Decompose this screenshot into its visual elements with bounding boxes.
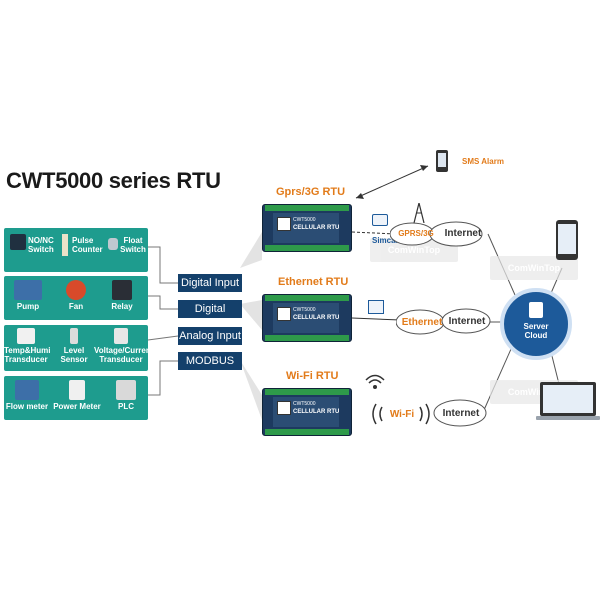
internet-label-2: Internet <box>448 316 486 327</box>
server-label: Server <box>523 322 549 331</box>
analog-input-label: Analog Input <box>178 327 242 345</box>
transducer-icon <box>17 328 35 344</box>
modbus-panel: Flow meter Power Meter PLC <box>4 376 148 420</box>
switch-icon <box>10 234 26 250</box>
ethernet-label: Ethernet <box>401 317 443 328</box>
level-sensor: Level Sensor <box>54 328 94 364</box>
plc-icon <box>116 380 136 400</box>
smartphone-icon <box>556 220 578 260</box>
watermark: ComWinTop <box>490 256 578 280</box>
flow-meter-icon <box>15 380 39 400</box>
fan: Fan <box>54 280 98 311</box>
ethernet-port-icon <box>368 300 384 314</box>
wifi-rtu-device: CWT5000 CELLULAR RTU <box>262 388 352 436</box>
ethernet-rtu-device: CWT5000 CELLULAR RTU <box>262 294 352 342</box>
digital-input-label: Digital Input <box>178 274 242 292</box>
internet-label-1: Internet <box>444 228 482 239</box>
simcard-icon <box>372 214 388 226</box>
relay-icon <box>112 280 132 300</box>
digital-output-panel: Pump Fan Relay <box>4 276 148 320</box>
voltage-current-transducer: Voltage/Current Transducer <box>94 328 153 364</box>
internet-label-3: Internet <box>442 408 480 419</box>
server-cloud-icon: Server Cloud <box>500 288 572 360</box>
gprs-rtu-title: Gprs/3G RTU <box>276 186 346 198</box>
gprs-cloud-icon <box>390 221 483 247</box>
qr-code-icon <box>277 401 291 415</box>
voltage-transducer-icon <box>114 328 128 344</box>
power-meter-icon <box>69 380 85 400</box>
wifi-cloud-icon <box>372 399 487 427</box>
ethernet-rtu-title: Ethernet RTU <box>278 276 349 288</box>
pump-icon <box>14 280 42 300</box>
qr-code-icon <box>277 307 291 321</box>
gprs-rtu-device: CWT5000 CELLULAR RTU <box>262 204 352 252</box>
laptop-base <box>536 416 600 420</box>
modbus-label: MODBUS <box>178 352 242 370</box>
laptop-icon <box>540 382 596 416</box>
plc: PLC <box>104 380 148 411</box>
mobile-phone-icon <box>436 150 448 172</box>
wifi-icon <box>365 374 385 389</box>
pump: Pump <box>6 280 50 311</box>
simcard-label: Simcard <box>372 236 404 245</box>
wifi-label: Wi-Fi <box>389 409 415 420</box>
cloud-label: Cloud <box>524 331 548 340</box>
ethernet-cloud-icon <box>396 308 491 335</box>
pulse-counter-icon <box>62 234 68 256</box>
flow-meter: Flow meter <box>4 380 50 411</box>
relay: Relay <box>100 280 144 311</box>
level-sensor-icon <box>70 328 78 344</box>
server-icon <box>529 302 543 318</box>
page-title: CWT5000 series RTU <box>6 168 221 193</box>
gprs-label: GPRS/3G <box>398 229 434 238</box>
wifi-rtu-title: Wi-Fi RTU <box>286 370 339 382</box>
fan-icon <box>66 280 86 300</box>
float-switch-icon <box>108 238 118 250</box>
qr-code-icon <box>277 217 291 231</box>
digital-output-label: Digital Output <box>178 300 242 333</box>
analog-input-panel: Temp&Humi Transducer Level Sensor Voltag… <box>4 325 153 371</box>
sms-alarm-label: SMS Alarm <box>462 157 504 166</box>
antenna-icon <box>413 203 425 223</box>
temp-humi-transducer: Temp&Humi Transducer <box>4 328 51 364</box>
digital-input-panel: NO/NC Switch Pulse Counter Float Switch <box>4 228 148 272</box>
power-meter: Power Meter <box>50 380 104 411</box>
